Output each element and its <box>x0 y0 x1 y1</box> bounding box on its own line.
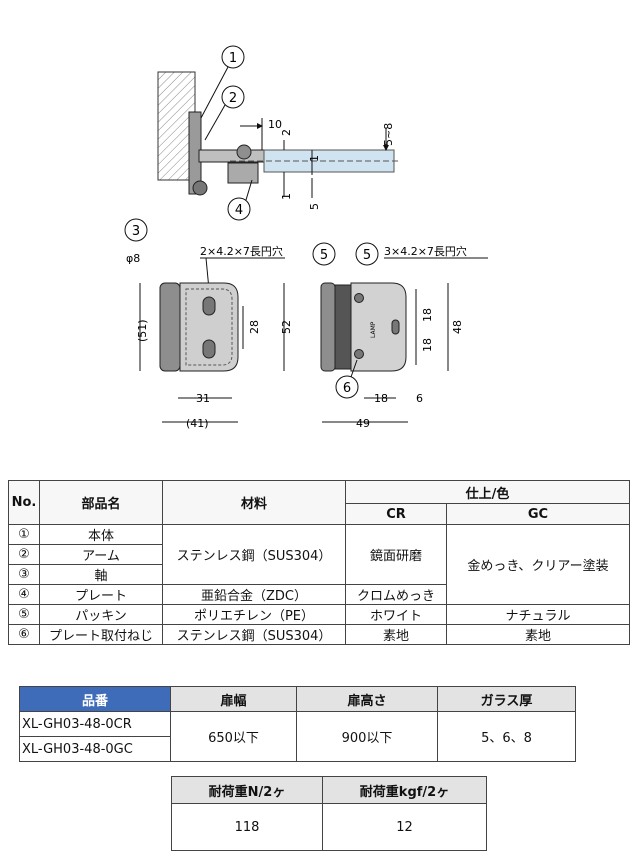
col-door-height: 扉高さ <box>296 686 438 712</box>
callout-2: 2 <box>229 91 237 106</box>
dim-1b: 1 <box>280 193 293 200</box>
callout-5a: 5 <box>320 248 328 263</box>
model-number: XL-GH03-48-0CR <box>19 711 171 737</box>
front-view-left: 3 φ8 2×4.2×7長円穴 (51) 28 52 31 (41) <box>124 218 293 430</box>
col-material: 材料 <box>162 480 346 525</box>
callout-5b-circle <box>355 242 379 266</box>
table-row: 118 12 <box>171 803 487 851</box>
plate-part <box>227 162 259 184</box>
dim-2: 2 <box>280 129 293 136</box>
table-row: XL-GH03-48-0CR 650以下 900以下 5、6、8 <box>19 711 576 762</box>
plate-right <box>350 282 407 372</box>
hinge-knob <box>236 144 252 160</box>
packing <box>334 284 352 370</box>
body-right <box>320 282 336 372</box>
dim-5-8: 5~8 <box>382 123 395 146</box>
dim-6: 6 <box>416 392 423 405</box>
dim-10: 10 <box>268 118 282 131</box>
model-table: 品番 扉幅 扉高さ ガラス厚 XL-GH03-48-0CR 650以下 900以… <box>19 686 576 762</box>
table-row: ② アーム <box>8 544 630 565</box>
callout-6: 6 <box>343 381 351 396</box>
callout-2-circle <box>221 85 245 109</box>
callout-6-circle <box>335 375 359 399</box>
side-view: 1 2 4 10 2 5~8 1 1 5 <box>157 45 400 221</box>
load-n-value: 118 <box>171 803 323 851</box>
load-kgf-value: 12 <box>322 803 487 851</box>
table-row: ⑤ パッキン ポリエチレン（PE） ホワイト ナチュラル <box>8 604 630 625</box>
body-left <box>159 282 181 372</box>
col-door-width: 扉幅 <box>170 686 297 712</box>
plate-mark: LAMP <box>370 321 377 338</box>
dim-28: 28 <box>248 320 261 334</box>
table-row: ① 本体 ステンレス鋼（SUS304） 鏡面研磨 金めっき、クリアー塗装 <box>8 524 630 605</box>
hinge-drawing: 1 2 4 10 2 5~8 1 1 5 3 φ8 2×4.2×7長円穴 <box>124 45 488 430</box>
callout-1: 1 <box>229 51 237 66</box>
col-part-name: 部品名 <box>39 480 163 525</box>
slot-label-2: 2×4.2×7長円穴 <box>200 244 283 258</box>
col-gc: GC <box>446 503 630 525</box>
plate-left <box>179 282 239 372</box>
col-glass-thickness: ガラス厚 <box>437 686 576 712</box>
glass-thickness-value: 5、6、8 <box>437 711 576 762</box>
slot-lower <box>202 339 216 359</box>
col-model-no: 品番 <box>19 686 171 712</box>
front-view-right: 5 5 3×4.2×7長円穴 LAMP 6 18 18 48 18 6 49 <box>312 242 488 430</box>
dim-18c: 18 <box>374 392 388 405</box>
callout-4: 4 <box>235 203 243 218</box>
col-finish: 仕上/色 <box>345 480 630 504</box>
dim-51: (51) <box>136 319 149 342</box>
callout-3: 3 <box>132 224 140 239</box>
door-height-value: 900以下 <box>296 711 438 762</box>
dim-18b: 18 <box>421 338 434 352</box>
table-row: ④ プレート 亜鉛合金（ZDC） クロムめっき <box>8 584 630 605</box>
dim-48: 48 <box>451 320 464 334</box>
door-width-value: 650以下 <box>170 711 297 762</box>
dim-phi8: φ8 <box>126 252 140 265</box>
dim-49: 49 <box>356 417 370 430</box>
parts-table: No. 部品名 材料 仕上/色 CR GC ① 本体 ステンレス鋼（SUS304… <box>8 480 630 645</box>
callout-4-circle <box>227 197 251 221</box>
callout-1-circle <box>221 45 245 69</box>
slot-label-3: 3×4.2×7長円穴 <box>384 244 467 258</box>
dim-5: 5 <box>308 203 321 210</box>
col-cr: CR <box>345 503 447 525</box>
table-row: ⑥ プレート取付ねじ ステンレス鋼（SUS304） 素地 素地 <box>8 624 630 645</box>
load-table: 耐荷重N/2ヶ 耐荷重kgf/2ヶ 118 12 <box>171 776 487 851</box>
dim-18a: 18 <box>421 308 434 322</box>
col-no: No. <box>8 480 40 525</box>
table-row: XL-GH03-48-0GC <box>19 736 576 762</box>
col-load-n: 耐荷重N/2ヶ <box>171 776 323 804</box>
slot-upper <box>202 296 216 316</box>
col-load-kgf: 耐荷重kgf/2ヶ <box>322 776 487 804</box>
hinge-pin <box>192 180 208 196</box>
dim-41: (41) <box>186 417 209 430</box>
table-row: ③ 軸 <box>8 564 630 585</box>
hinge-arm <box>198 149 265 163</box>
callout-5a-circle <box>312 242 336 266</box>
dim-1a: 1 <box>308 155 321 162</box>
model-number: XL-GH03-48-0GC <box>19 736 171 762</box>
callout-3-circle <box>124 218 148 242</box>
dim-31: 31 <box>196 392 210 405</box>
dim-52: 52 <box>280 320 293 334</box>
callout-5b: 5 <box>363 248 371 263</box>
